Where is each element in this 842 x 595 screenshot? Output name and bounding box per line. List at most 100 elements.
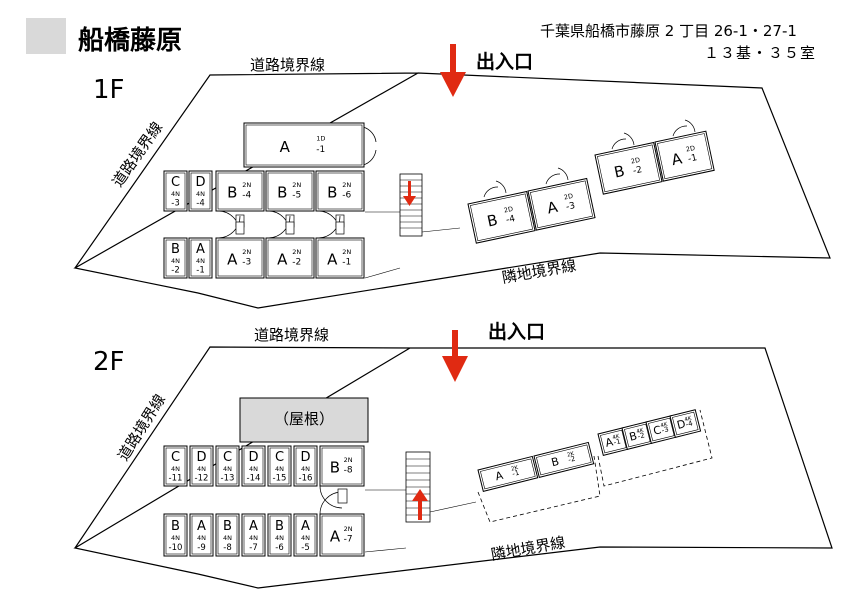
unit-2f-D-4[interactable]: D4K-4 bbox=[669, 409, 702, 438]
unit-number: -6 bbox=[275, 543, 283, 553]
floor-2f: 2F 道路境界線 道路境界線 隣地境界線 出入口 （屋根） C4N-11D4N-… bbox=[73, 320, 833, 589]
unit-2f-B-6[interactable]: B4N-6 bbox=[267, 513, 292, 557]
unit-size: 2N bbox=[342, 181, 351, 189]
unit-size: 2D bbox=[630, 156, 641, 166]
unit-inner-frame bbox=[165, 239, 186, 277]
unit-2f-B-10[interactable]: B4N-10 bbox=[163, 513, 188, 557]
unit-inner-frame bbox=[217, 172, 263, 210]
unit-size: 2N bbox=[242, 181, 251, 189]
unit-outline bbox=[188, 170, 213, 212]
unit-inner-frame bbox=[191, 515, 212, 555]
unit-number: -4 bbox=[196, 198, 204, 208]
roof-area bbox=[239, 397, 369, 443]
door-swing bbox=[611, 138, 627, 150]
door-marker bbox=[337, 488, 348, 504]
unit-2f-A-7[interactable]: A4N-7 bbox=[241, 513, 266, 557]
unit-2f-B-8[interactable]: B4N-8 bbox=[215, 513, 240, 557]
unit-1f-C-3[interactable]: C4N-3 bbox=[163, 170, 188, 212]
unit-number: -2 bbox=[567, 455, 576, 464]
unit-1f-A-1[interactable]: A4N-1 bbox=[188, 237, 213, 279]
unit-size: 4N bbox=[301, 465, 310, 473]
site-boundary-2f bbox=[73, 346, 833, 589]
unit-2f-A-1[interactable]: A4K-1 bbox=[597, 427, 630, 456]
unit-outline bbox=[267, 445, 292, 487]
unit-inner-frame bbox=[470, 193, 533, 242]
entrance-label-1f: 出入口 bbox=[476, 50, 533, 73]
unit-inner-frame bbox=[317, 172, 363, 210]
unit-2f-C-13[interactable]: C4N-13 bbox=[215, 445, 240, 487]
unit-inner-frame bbox=[597, 144, 660, 193]
unit-1f-A-1[interactable]: A2D-1 bbox=[654, 130, 715, 182]
unit-1f-A-3[interactable]: A2D-3 bbox=[527, 177, 596, 231]
unit-outline bbox=[163, 170, 188, 212]
unit-1f-B-2[interactable]: B2D-2 bbox=[594, 141, 663, 195]
unit-2f-A-9[interactable]: A4N-9 bbox=[189, 513, 214, 557]
unit-outline bbox=[241, 445, 266, 487]
unit-2f-D-16[interactable]: D4N-16 bbox=[293, 445, 318, 487]
unit-type: D bbox=[195, 175, 205, 190]
unit-size: 2K bbox=[566, 451, 575, 459]
unit-outline bbox=[267, 513, 292, 557]
unit-1f-B-4[interactable]: B2D-4 bbox=[467, 190, 536, 244]
unit-2f-D-12[interactable]: D4N-12 bbox=[189, 445, 214, 487]
unit-type: B bbox=[227, 183, 237, 201]
unit-size: 4N bbox=[196, 190, 205, 198]
unit-number: -1 bbox=[342, 257, 351, 267]
unit-number: -7 bbox=[344, 535, 353, 545]
door-swing-1f bbox=[362, 126, 377, 166]
unit-inner-frame bbox=[648, 417, 675, 442]
unit-2f-C-15[interactable]: C4N-15 bbox=[267, 445, 292, 487]
unit-outline bbox=[215, 170, 265, 212]
unit-size: 4N bbox=[171, 465, 180, 473]
door-swing bbox=[319, 485, 343, 509]
unit-2f-C-11[interactable]: C4N-11 bbox=[163, 445, 188, 487]
unit-size: 1D bbox=[316, 135, 325, 143]
unit-number: -12 bbox=[195, 473, 209, 483]
unit-2f-A-5[interactable]: A4N-5 bbox=[293, 513, 318, 557]
unit-size: 4K bbox=[684, 416, 693, 424]
door-swing bbox=[483, 186, 499, 198]
road-label-top-1f: 道路境界線 bbox=[250, 56, 325, 74]
unit-type: D bbox=[676, 417, 687, 432]
unit-number: -1 bbox=[196, 265, 204, 275]
unit-number: -16 bbox=[299, 473, 313, 483]
unit-inner-frame bbox=[657, 133, 713, 180]
unit-inner-frame bbox=[295, 515, 316, 555]
unit-type: A bbox=[670, 149, 685, 169]
unit-number: -3 bbox=[171, 198, 179, 208]
unit-number: -5 bbox=[301, 543, 309, 553]
unit-number: -4 bbox=[685, 419, 694, 429]
unit-type: A bbox=[249, 519, 258, 534]
canopy-outline bbox=[597, 409, 713, 487]
unit-inner-frame bbox=[217, 447, 238, 485]
unit-outline bbox=[527, 177, 596, 231]
unit-inner-frame bbox=[321, 447, 363, 485]
unit-type: B bbox=[171, 519, 180, 534]
unit-1f-B-2[interactable]: B4N-2 bbox=[163, 237, 188, 279]
unit-2f-C-3[interactable]: C4K-3 bbox=[645, 415, 678, 444]
unit-size: 2N bbox=[344, 456, 353, 464]
unit-size: 4N bbox=[275, 465, 284, 473]
unit-2f-D-14[interactable]: D4N-14 bbox=[241, 445, 266, 487]
unit-inner-frame bbox=[267, 239, 313, 277]
unit-number: -8 bbox=[223, 543, 231, 553]
unit-1f-D-4[interactable]: D4N-4 bbox=[188, 170, 213, 212]
unit-type: D bbox=[196, 450, 206, 465]
unit-outline bbox=[654, 130, 715, 182]
unit-number: -1 bbox=[511, 469, 520, 478]
unit-inner-frame bbox=[321, 515, 363, 555]
unit-number: -7 bbox=[249, 543, 257, 553]
unit-inner-frame bbox=[480, 458, 536, 490]
